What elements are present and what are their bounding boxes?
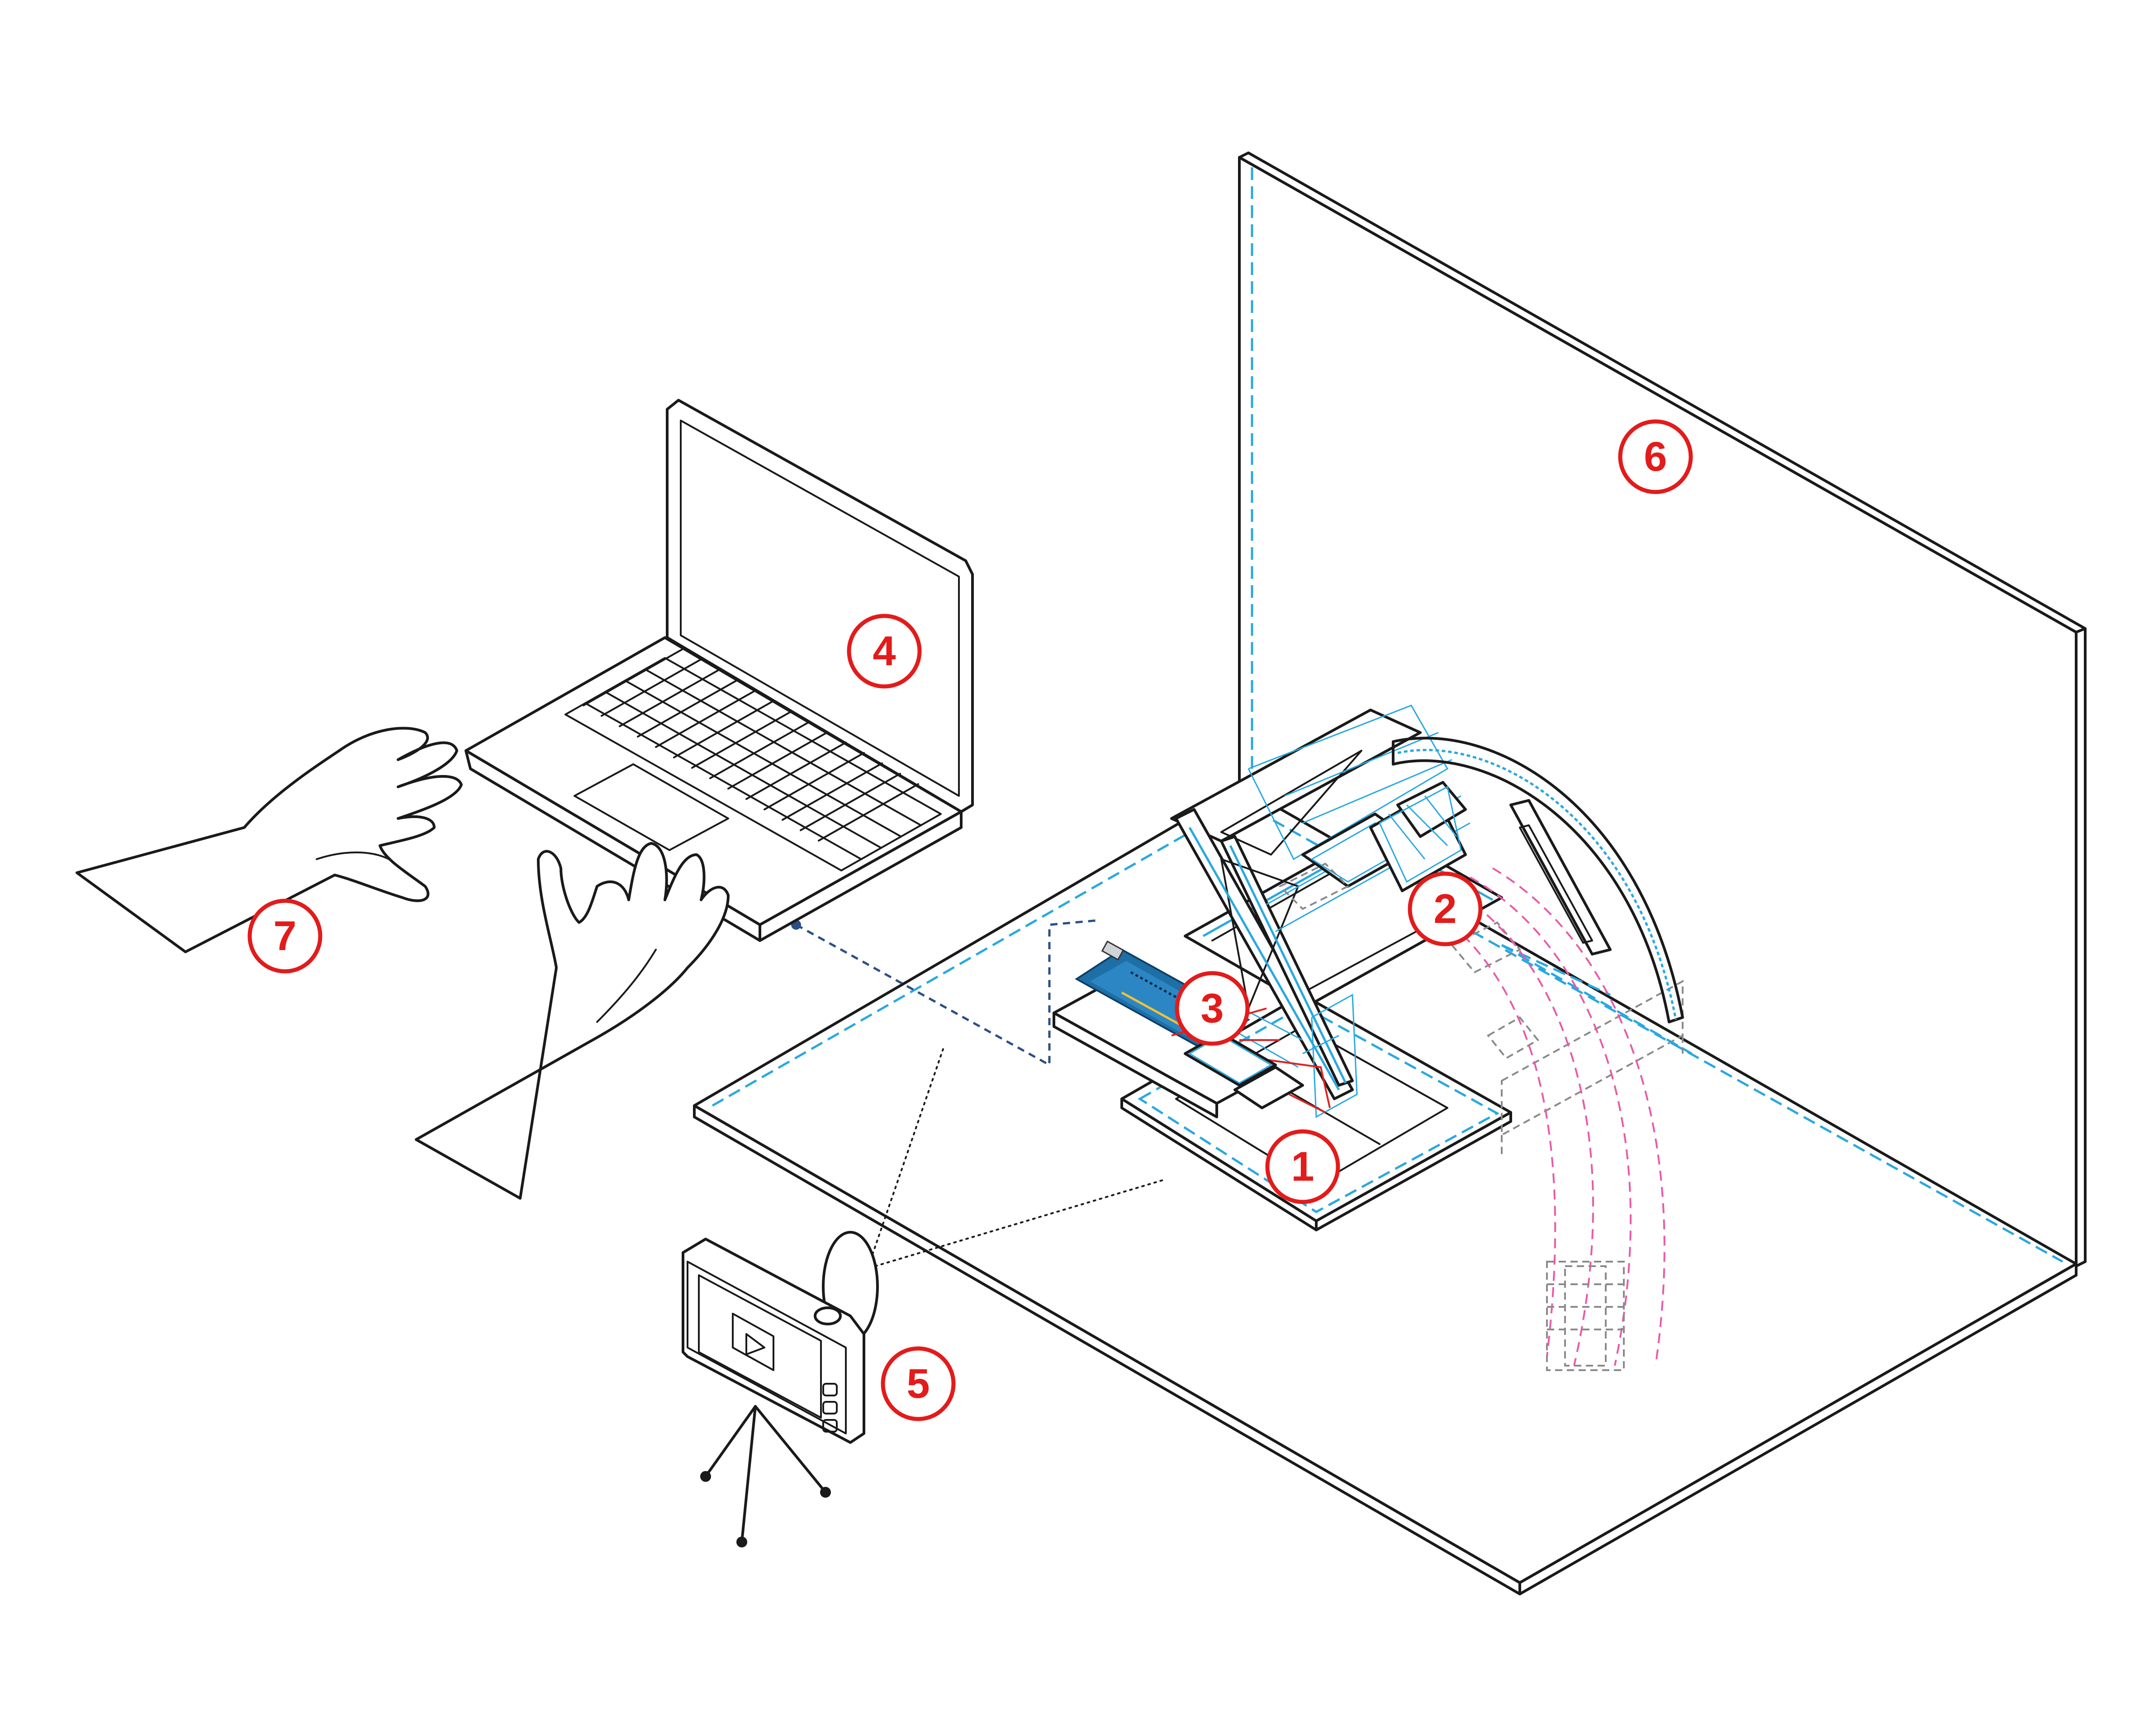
svg-text:5: 5 — [906, 1361, 930, 1407]
callout-6: 6 — [1618, 419, 1693, 494]
camera — [682, 1231, 879, 1547]
svg-text:1: 1 — [1291, 1144, 1314, 1190]
backdrop-wall — [1238, 151, 2087, 1268]
svg-text:4: 4 — [873, 628, 896, 674]
camera-sight-lines — [868, 1048, 1163, 1267]
callout-7: 7 — [247, 899, 323, 974]
trackpad — [574, 763, 729, 851]
svg-text:2: 2 — [1433, 886, 1456, 932]
svg-text:6: 6 — [1644, 434, 1667, 480]
keyboard — [564, 657, 942, 871]
svg-text:3: 3 — [1200, 985, 1224, 1031]
arc-guide — [1392, 737, 1693, 1055]
tripod — [700, 1405, 831, 1547]
hands — [76, 727, 730, 1200]
svg-text:7: 7 — [273, 913, 296, 959]
callout-3: 3 — [1175, 971, 1250, 1046]
swing-path — [1437, 867, 1665, 1366]
keyboard-keys — [583, 648, 922, 860]
callout-4: 4 — [847, 614, 922, 689]
play-icon — [732, 1313, 774, 1371]
ghost-component-stack — [1546, 1261, 1625, 1371]
callout-2: 2 — [1408, 871, 1483, 946]
callout-1: 1 — [1265, 1129, 1340, 1204]
prototype-frame — [1170, 705, 1684, 1158]
callout-5: 5 — [881, 1346, 956, 1421]
callouts: 1 2 3 4 5 6 7 — [247, 419, 1693, 1421]
